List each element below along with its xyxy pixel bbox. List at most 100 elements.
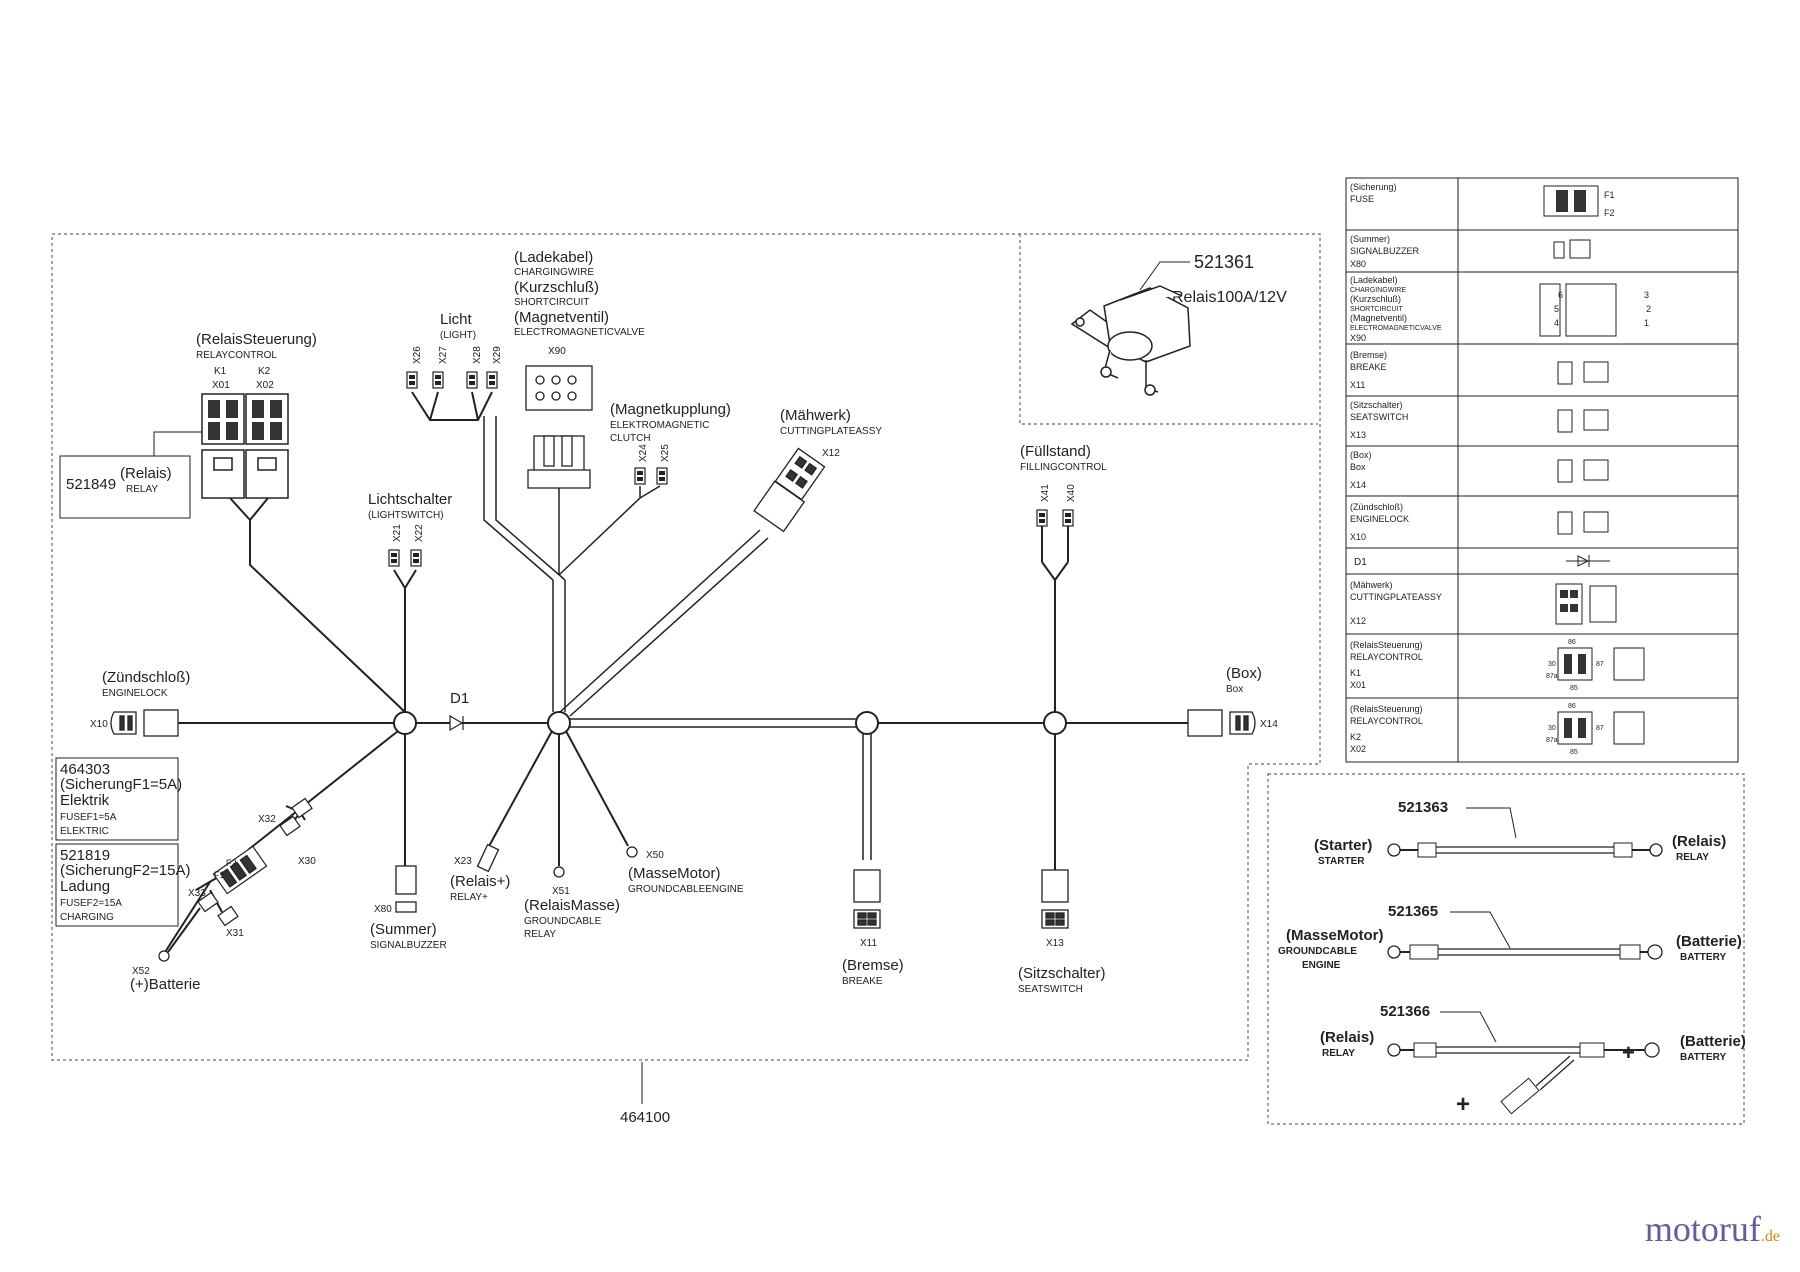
fuse1-de: Elektrik: [60, 792, 110, 809]
svg-text:(MasseMotor): (MasseMotor): [1286, 927, 1384, 944]
svg-text:X02: X02: [1350, 744, 1366, 754]
pin-x23: X23: [454, 856, 472, 867]
svg-text:(Sicherung): (Sicherung): [1350, 182, 1397, 192]
fuse2-de: Ladung: [60, 878, 110, 895]
svg-text:RELAYCONTROL: RELAYCONTROL: [1350, 716, 1423, 726]
pin-x29: X29: [492, 346, 503, 364]
filling-pins: [1036, 509, 1074, 527]
ignition-connector: [110, 709, 179, 737]
svg-text:87a: 87a: [1546, 737, 1558, 744]
svg-text:+: +: [1622, 1040, 1635, 1065]
relay-x01: X01: [212, 380, 230, 391]
svg-text:CUTTINGPLATEASSY: CUTTINGPLATEASSY: [1350, 592, 1442, 602]
fuse1-box: 464303 (SicherungF1=5A) Elektrik FUSEF1=…: [55, 757, 182, 841]
x90-connector: [525, 365, 593, 489]
relay-ground-sub2: RELAY: [524, 929, 556, 940]
pin-x26: X26: [412, 346, 423, 364]
pin-x10: X10: [90, 719, 108, 730]
legend-row-x90: (Ladekabel) CHARGINGWIRE (Kurzschluß) SH…: [1350, 275, 1651, 343]
legend-row-brake: (Bremse) BREAKE X11: [1350, 350, 1609, 390]
pin-x13: X13: [1046, 938, 1064, 949]
svg-text:(Bremse): (Bremse): [1350, 350, 1387, 360]
svg-text:ENGINELOCK: ENGINELOCK: [1350, 514, 1409, 524]
fuse2-num: 521819: [60, 847, 110, 864]
svg-text:FUSE: FUSE: [1350, 194, 1374, 204]
diode-d1: [449, 714, 464, 732]
svg-text:521365: 521365: [1388, 903, 1438, 920]
svg-text:SIGNALBUZZER: SIGNALBUZZER: [1350, 246, 1420, 256]
legend-row-box: (Box) Box X14: [1350, 450, 1609, 490]
svg-text:(Kurzschluß): (Kurzschluß): [1350, 294, 1401, 304]
light-switch-pins: [388, 549, 422, 567]
main-trunk: [160, 718, 1188, 728]
mower-sub: CUTTINGPLATEASSY: [780, 426, 882, 437]
cable-521366: 521366 (Relais) RELAY (Batterie) BATTERY…: [1320, 1003, 1746, 1118]
fuse-holder: [158, 797, 313, 962]
svg-text:2: 2: [1646, 304, 1651, 314]
seat-sub: SEATSWITCH: [1018, 984, 1083, 995]
light-switch-title: Lichtschalter: [368, 491, 452, 508]
charging-title-1: (Ladekabel): [514, 249, 593, 266]
pin-x80: X80: [374, 904, 392, 915]
relay100-image: [1070, 285, 1191, 396]
buzzer-sub: SIGNALBUZZER: [370, 940, 447, 951]
light-switch-sub: (LIGHTSWITCH): [368, 510, 444, 521]
brand-logo[interactable]: motoruf.de: [1645, 1208, 1780, 1250]
charging-title-3: (Magnetventil): [514, 309, 609, 326]
svg-text:3: 3: [1644, 290, 1649, 300]
svg-text:X01: X01: [1350, 680, 1366, 690]
svg-text:(Summer): (Summer): [1350, 234, 1390, 244]
main-dashed-border: [51, 233, 1321, 1061]
pin-x31: X31: [226, 928, 244, 939]
legend-row-buzzer: (Summer) SIGNALBUZZER X80: [1350, 234, 1591, 269]
svg-text:ELECTROMAGNETICVALVE: ELECTROMAGNETICVALVE: [1350, 325, 1442, 332]
svg-text:GROUNDCABLE: GROUNDCABLE: [1278, 946, 1357, 957]
clutch-sub-2: CLUTCH: [610, 433, 651, 444]
junction-node-4: [1043, 711, 1067, 735]
svg-text:X12: X12: [1350, 616, 1366, 626]
battery-title: (+)Batterie: [130, 976, 200, 993]
pin-x52: X52: [132, 966, 150, 977]
pin-x21: X21: [392, 524, 403, 542]
pin-x32: X32: [258, 814, 276, 825]
filling-title: (Füllstand): [1020, 443, 1091, 460]
box-title: (Box): [1226, 665, 1262, 682]
svg-text:CHARGINGWIRE: CHARGINGWIRE: [1350, 287, 1406, 294]
pin-f1: F1: [214, 870, 225, 880]
legend-row-fuse: (Sicherung) FUSE F1 F2: [1350, 182, 1615, 218]
seat-title: (Sitzschalter): [1018, 965, 1106, 982]
svg-text:30: 30: [1548, 725, 1556, 732]
svg-text:X13: X13: [1350, 430, 1366, 440]
svg-text:1: 1: [1644, 318, 1649, 328]
svg-text:RELAY: RELAY: [1676, 852, 1709, 863]
legend-row-seat: (Sitzschalter) SEATSWITCH X13: [1350, 400, 1609, 440]
svg-text:(Sitzschalter): (Sitzschalter): [1350, 400, 1403, 410]
pin-x41: X41: [1040, 484, 1051, 502]
svg-text:(Starter): (Starter): [1314, 837, 1372, 854]
svg-text:87: 87: [1596, 661, 1604, 668]
svg-text:RELAYCONTROL: RELAYCONTROL: [1350, 652, 1423, 662]
ignition-title: (Zündschloß): [102, 669, 190, 686]
svg-text:ENGINE: ENGINE: [1302, 960, 1341, 971]
motor-ground-sub: GROUNDCABLEENGINE: [628, 884, 744, 895]
relay-box-num: 521849: [66, 476, 116, 493]
relay-box-title: (Relais): [120, 465, 172, 482]
brand-suffix: .de: [1760, 1228, 1780, 1245]
pin-f2: F2: [226, 858, 237, 868]
relay-ground-sub1: GROUNDCABLE: [524, 916, 602, 927]
light-title: Licht: [440, 311, 473, 328]
svg-text:X80: X80: [1350, 259, 1366, 269]
relay-control-title: (RelaisSteuerung): [196, 331, 317, 348]
junction-node-3: [855, 711, 879, 735]
svg-text:BREAKE: BREAKE: [1350, 362, 1387, 372]
svg-text:RELAY: RELAY: [1322, 1048, 1355, 1059]
svg-text:30: 30: [1548, 661, 1556, 668]
svg-text:85: 85: [1570, 685, 1578, 692]
relay-ground-eyelet: [553, 866, 565, 878]
pin-x27: X27: [438, 346, 449, 364]
relay-box-sub: RELAY: [126, 484, 158, 495]
pin-x24: X24: [638, 444, 649, 462]
svg-text:Box: Box: [1350, 462, 1366, 472]
svg-text:5: 5: [1554, 304, 1559, 314]
brake-sub: BREAKE: [842, 976, 883, 987]
